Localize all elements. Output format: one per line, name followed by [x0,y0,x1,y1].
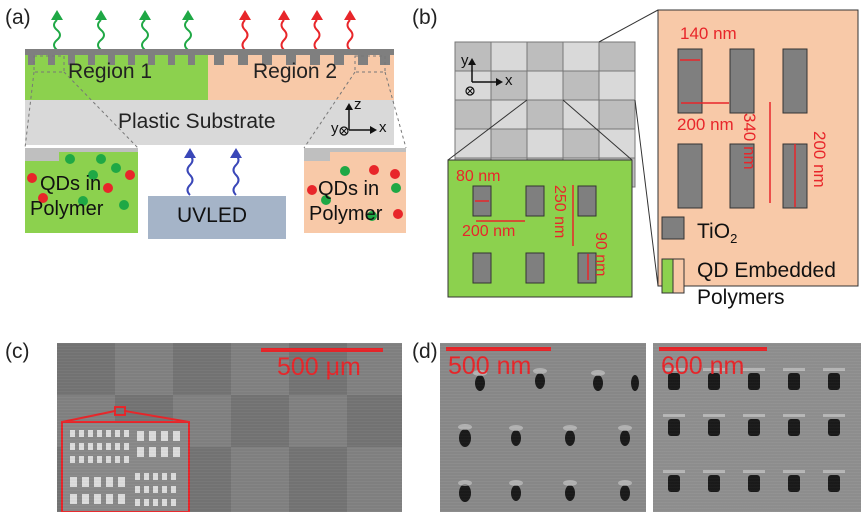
sem-c-inset-frame [61,406,190,512]
green-height-label: 250 nm [551,185,568,239]
qd-box-left [25,148,138,233]
panel-label-d: (d) [412,340,438,363]
green-emission-arrow [184,19,192,51]
uvled-label: UVLED [177,204,248,227]
legend-qd-swatch-peach [672,258,685,294]
red-width-label: 140 nm [680,24,737,43]
scalebar-c-label: 500 μm [277,353,361,381]
qd-right-line2: Polymer [309,203,383,225]
scalebar-c [261,348,383,352]
red-emission-arrows [241,19,354,51]
red-emission-arrow [280,19,288,51]
green-pitch-label: 90 nm [592,232,609,277]
uvled-block [148,196,286,239]
sem-d-right-holes [668,373,840,492]
green-period-label: 200 nm [462,223,516,240]
axis-x-label: x [379,119,387,136]
region-1-label: Region 1 [68,60,153,83]
plastic-substrate-block [25,100,394,145]
panel-label-b: (b) [412,6,438,29]
green-emission-arrow [97,19,105,51]
tio2-pillars-small [472,185,597,284]
sem-image-c: 500 μm [57,343,402,512]
green-width-label: 80 nm [456,168,501,185]
sem-image-d-right: 600 nm [653,343,861,512]
tio2-grating [25,49,394,65]
axis-z-label: z [354,96,362,113]
substrate-label: Plastic Substrate [118,110,276,133]
green-emission-arrows [53,19,192,51]
qd-right-line1: QDs in [318,178,380,200]
legend-qd-line2: Polymers [697,286,785,309]
qd-dots-right [307,165,403,221]
axes-a [348,108,372,131]
legend-tio2-label: TiO2 [697,220,738,247]
green-dimension-arrows [475,185,589,280]
qd-left-line1: QDs in [40,173,102,195]
sem-image-d-left: 500 nm [440,343,646,512]
qd-box-right [304,148,406,233]
scalebar-d-left [446,347,551,351]
b-axis-x-label: x [505,72,513,89]
green-emission-arrow [141,19,149,51]
red-period-label: 200 nm [677,115,734,134]
sem-d-left-holes [459,373,639,502]
red-emission-arrow [313,19,321,51]
red-emission-arrow [241,19,249,51]
panel-b-diagram [447,9,859,298]
uv-arrow [232,154,240,196]
red-height-label: 340 nm [740,113,759,170]
uv-arrows [186,154,240,196]
sem-c-inset-dots [70,430,180,506]
uv-arrow [186,154,194,196]
region-2-label: Region 2 [253,60,338,83]
qd-left-line2: Polymer [30,198,104,220]
legend-qd-swatch-green [661,258,674,294]
green-emission-arrow [53,19,61,51]
panel-label-a: (a) [5,6,31,29]
region-1-block [25,55,208,100]
b-axis-y-label: y [461,52,469,69]
legend-qd-line1: QD Embedded [697,259,836,282]
red-emission-arrow [346,19,354,51]
red-pitch-label: 200 nm [810,131,829,188]
scalebar-d-right-label: 600 nm [661,352,745,380]
qd-dots-left [27,154,135,210]
scalebar-d-right [659,347,767,351]
panel-a-diagram [24,10,407,239]
axis-y-label: y [331,120,339,137]
scalebar-d-left-label: 500 nm [448,352,532,380]
red-dimension-arrows [680,59,796,207]
panel-label-c: (c) [5,340,30,363]
legend-tio2-swatch [661,216,685,240]
